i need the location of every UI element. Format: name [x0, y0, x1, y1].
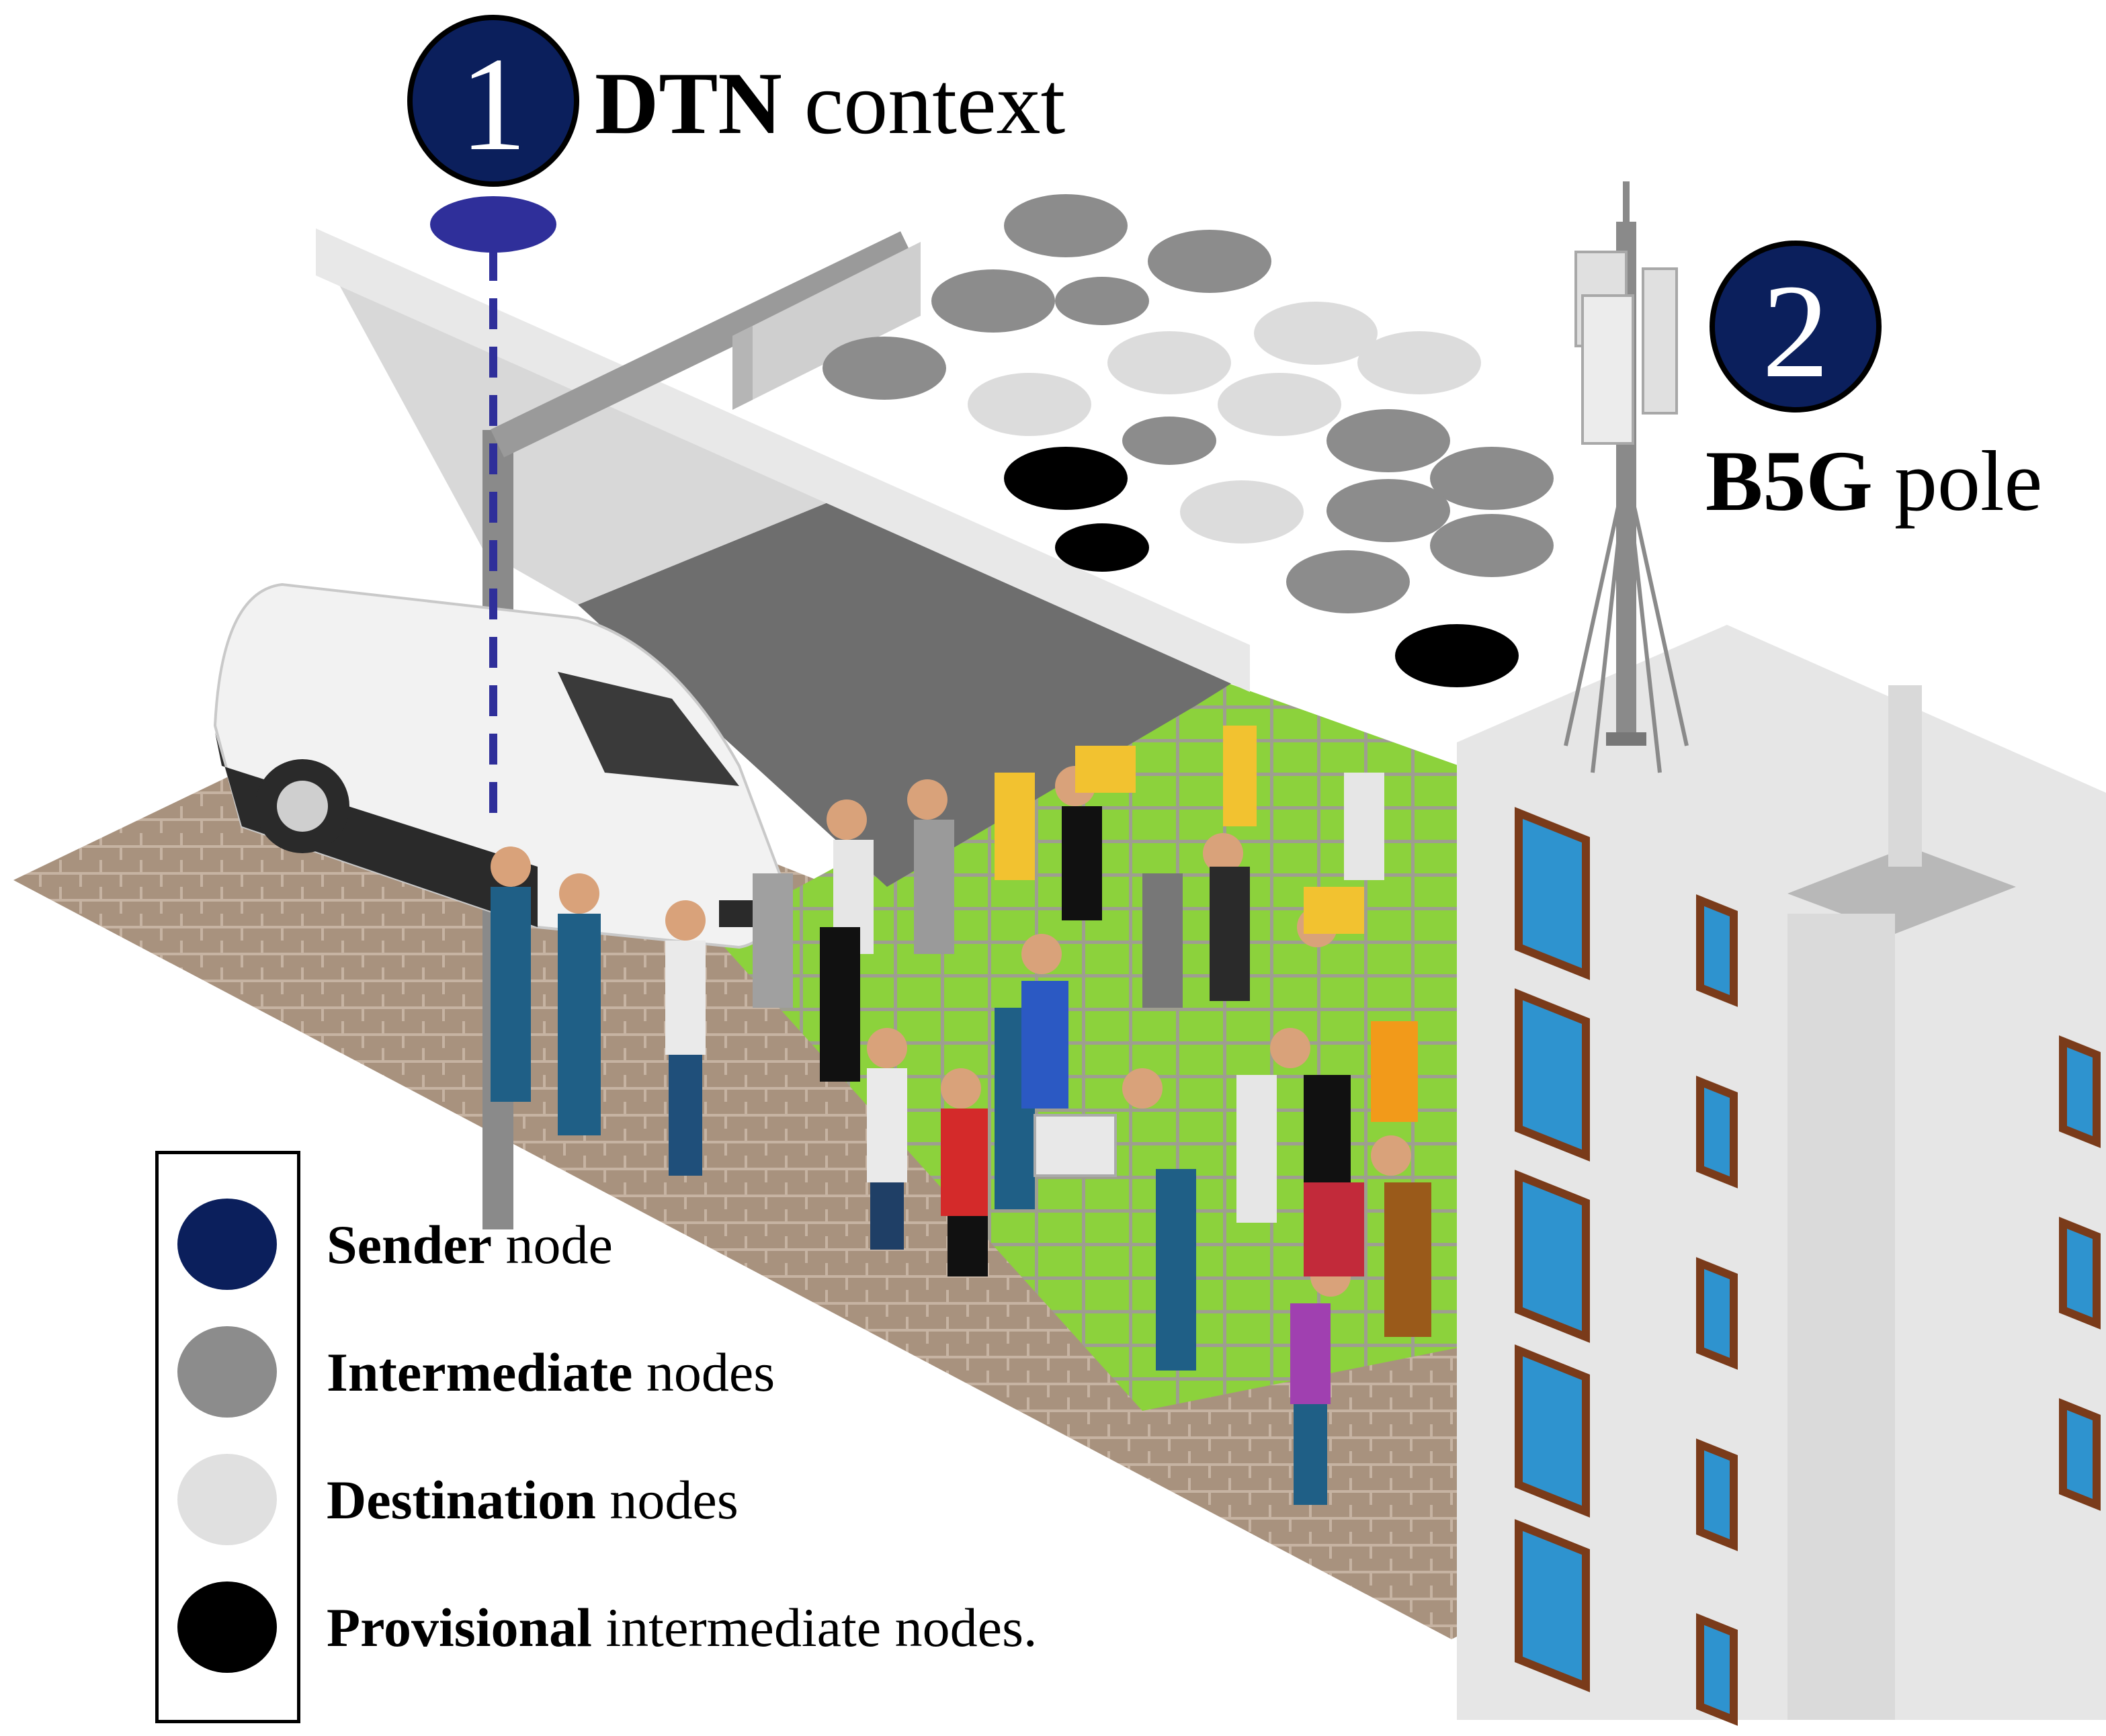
- node-cloud: [823, 194, 1554, 687]
- intermediate-node: [1430, 447, 1554, 510]
- sender-node-icon: [430, 196, 556, 253]
- van-icon: [213, 582, 782, 949]
- overpass: [316, 228, 1250, 692]
- destination-node: [1218, 373, 1341, 436]
- callout-1-badge: 1: [407, 15, 579, 187]
- dtn-context-label-rest: context: [782, 54, 1066, 153]
- legend-item-provisional: Provisional intermediate nodes.: [327, 1597, 1038, 1658]
- destination-node: [1357, 331, 1481, 394]
- destination-node: [1180, 480, 1304, 544]
- road: [578, 484, 1250, 887]
- legend-item-intermediate: Intermediate nodes: [327, 1342, 775, 1403]
- sender-legend-dot: [177, 1199, 277, 1290]
- intermediate-node: [1148, 230, 1271, 293]
- provisional-node: [1004, 447, 1128, 510]
- b5g-pole-label-bold: B5G: [1705, 433, 1873, 529]
- provisional-legend-dot: [177, 1581, 277, 1673]
- intermediate-legend-dot: [177, 1326, 277, 1418]
- intermediate-node: [1055, 277, 1149, 325]
- legend-item-sender: Sender node: [327, 1214, 613, 1275]
- intermediate-node: [1286, 550, 1410, 613]
- destination-legend-dot: [177, 1454, 277, 1545]
- destination-node: [1107, 331, 1231, 394]
- intermediate-node: [931, 269, 1055, 333]
- intermediate-node: [1122, 417, 1216, 465]
- callout-1-number: 1: [460, 30, 527, 179]
- dtn-context-label: DTN context: [595, 59, 1065, 148]
- destination-node: [968, 373, 1091, 436]
- provisional-node: [1055, 523, 1149, 572]
- callout-2-badge: 2: [1710, 241, 1882, 413]
- sidewalk: [13, 705, 1478, 1639]
- intermediate-node: [1004, 194, 1128, 257]
- callout-2-number: 2: [1762, 257, 1829, 406]
- provisional-node: [1395, 624, 1519, 687]
- intermediate-node: [1326, 479, 1450, 542]
- destination-node: [1254, 302, 1378, 365]
- crowd-icon: [491, 726, 1431, 1505]
- intermediate-node: [1430, 514, 1554, 577]
- b5g-pole-label-rest: pole: [1872, 433, 2043, 529]
- b5g-pole-label: B5G pole: [1705, 438, 2042, 524]
- intermediate-node: [1326, 409, 1450, 472]
- legend: Sender node Intermediate nodes Destinati…: [155, 1151, 1037, 1723]
- building-icon: [1457, 625, 2106, 1726]
- antenna-pole-icon: [1564, 181, 1689, 773]
- legend-item-destination: Destination nodes: [327, 1469, 739, 1530]
- intermediate-node: [823, 337, 946, 400]
- dtn-context-label-bold: DTN: [595, 54, 782, 153]
